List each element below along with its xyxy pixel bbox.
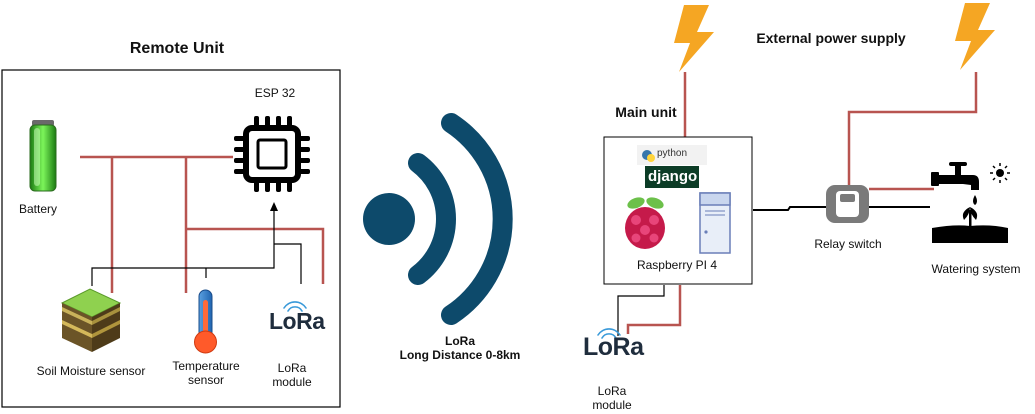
main-lora-logo: LoRa: [583, 333, 644, 361]
python-text: python: [657, 148, 688, 159]
signal-arrowhead: [270, 202, 278, 211]
remote-signal-wires: [91, 206, 302, 286]
watering-system-label: Watering system: [931, 262, 1021, 276]
battery-label: Battery: [18, 202, 57, 216]
chip-icon: [234, 116, 310, 192]
relay-switch-label: Relay switch: [814, 237, 882, 251]
django-text: django: [648, 168, 698, 185]
main-unit-title: Main unit: [615, 104, 677, 120]
main-lora-module-label-line2: module: [592, 398, 632, 412]
esp32-label: ESP 32: [254, 86, 296, 100]
lora-module-label-line1: LoRa: [277, 361, 307, 375]
temperature-label-line2: sensor: [187, 373, 225, 387]
watering-system-icon: [931, 162, 1010, 243]
wireless-signal-icon: [363, 113, 513, 325]
temperature-label: Temperature sensor: [161, 359, 251, 387]
raspberry-pi-label: Raspberry PI 4: [636, 258, 718, 272]
lora-module-label: LoRa module: [262, 361, 322, 389]
main-lora-module-label-line1: LoRa: [597, 384, 627, 398]
main-power-wires: [626, 72, 978, 334]
battery-icon: [29, 120, 57, 192]
lora-signal-icon: [283, 301, 307, 312]
lora-link-label: LoRa Long Distance 0-8km: [390, 334, 530, 362]
raspberry-pi-icon: [625, 197, 665, 249]
server-icon: [699, 192, 731, 254]
soil-moisture-icon: [60, 288, 122, 352]
main-signal-wires: [753, 206, 930, 211]
temperature-label-line1: Temperature: [172, 359, 240, 373]
lightning-icon-left: [674, 5, 714, 72]
lightning-icon-right: [955, 3, 995, 70]
main-lora-module-label: LoRa module: [582, 384, 642, 412]
lora-link-label-line2: Long Distance 0-8km: [399, 348, 521, 362]
thermometer-icon: [194, 289, 217, 354]
lora-link-label-line1: LoRa: [445, 334, 475, 348]
relay-switch-icon: [826, 185, 869, 223]
main-lora-signal-wire: [617, 285, 665, 336]
lora-module-label-line2: module: [272, 375, 312, 389]
external-power-label: External power supply: [756, 30, 906, 46]
remote-unit-border: [1, 69, 341, 408]
main-lora-signal-icon: [597, 328, 621, 339]
python-django-logo: [637, 145, 707, 188]
soil-moisture-label: Soil Moisture sensor: [36, 364, 146, 378]
remote-unit-title: Remote Unit: [129, 40, 225, 57]
lora-logo: LoRa: [269, 308, 325, 334]
remote-power-wires: [80, 155, 325, 293]
